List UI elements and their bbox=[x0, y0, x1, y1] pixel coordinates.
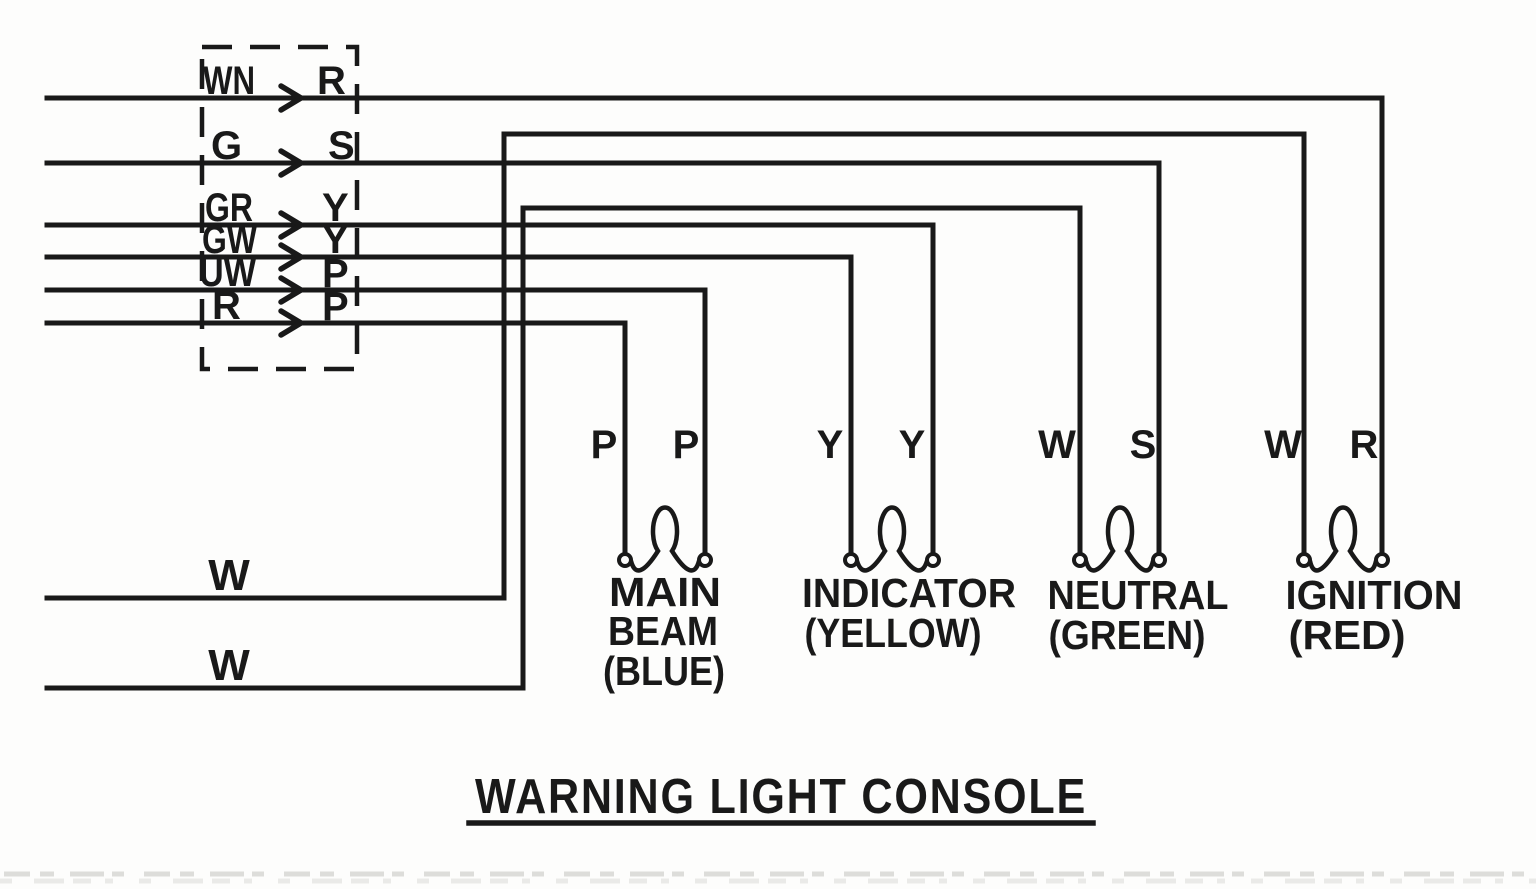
neutral-lamp-filament bbox=[1083, 505, 1156, 573]
feed-wire-code: W bbox=[208, 641, 250, 690]
mainbeam-label-line3: (BLUE) bbox=[603, 648, 725, 694]
lamp-name-labels: MAIN BEAM (BLUE) INDICATOR (YELLOW) NEUT… bbox=[603, 569, 1463, 694]
lamp-terminal bbox=[1072, 552, 1088, 568]
output-code-label: S bbox=[328, 124, 355, 168]
wire-w-feed1-to-ignition bbox=[44, 131, 1307, 601]
wire-arrow-icon bbox=[278, 210, 304, 240]
lamp-terminal bbox=[925, 552, 941, 568]
wire-arrow-icon bbox=[278, 148, 304, 178]
indicator-label-line1: INDICATOR bbox=[802, 570, 1016, 616]
connector-block-boundary bbox=[199, 44, 360, 372]
output-code-label: Y bbox=[322, 218, 349, 262]
wire-arrow-icon bbox=[278, 242, 304, 272]
lamp-wire-code: W bbox=[1264, 423, 1302, 467]
lamp-wire-code: P bbox=[673, 423, 700, 467]
scan-noise-band bbox=[0, 871, 1536, 884]
lamp-terminal bbox=[1296, 552, 1312, 568]
neutral-label-line1: NEUTRAL bbox=[1048, 572, 1229, 618]
output-code-label: P bbox=[322, 285, 349, 329]
diagram-title-block: WARNING LIGHT CONSOLE bbox=[466, 770, 1096, 826]
lamp-terminal bbox=[1151, 552, 1167, 568]
mainbeam-label-line2: BEAM bbox=[608, 608, 718, 654]
wire-arrow-icon bbox=[278, 275, 304, 305]
input-code-label: G bbox=[211, 124, 242, 168]
mainbeam-label-line1: MAIN bbox=[609, 569, 721, 615]
wire-r-to-p-mainbeam-left bbox=[44, 320, 628, 557]
indicator-label-line2: (YELLOW) bbox=[805, 610, 982, 656]
wire-uw-to-p-mainbeam-right bbox=[44, 287, 708, 557]
wire-gr-to-y-indicator-right bbox=[44, 222, 936, 557]
lamp-wire-code: R bbox=[1350, 423, 1379, 467]
lamp-wire-code: Y bbox=[817, 423, 844, 467]
lamp-terminal bbox=[1374, 552, 1390, 568]
wire-g-to-s-neutral bbox=[44, 160, 1162, 557]
ignition-label-line2: (RED) bbox=[1289, 612, 1406, 658]
lamp-terminal bbox=[697, 552, 713, 568]
input-code-label: UW bbox=[199, 251, 256, 295]
input-code-label: GW bbox=[202, 218, 257, 262]
lamp-terminal bbox=[843, 552, 859, 568]
lamp-wire-code: Y bbox=[899, 423, 926, 467]
lamp-symbols bbox=[617, 505, 1390, 573]
connector-input-codes: WN G GR GW UW R bbox=[199, 59, 257, 328]
neutral-label-line2: (GREEN) bbox=[1049, 612, 1206, 658]
ignition-label-line1: IGNITION bbox=[1286, 572, 1463, 618]
wire-wn-to-r-ignition bbox=[44, 95, 1385, 557]
wire-gw-to-y-indicator-left bbox=[44, 254, 854, 557]
wire-arrow-icon bbox=[278, 83, 304, 113]
connector-arrows bbox=[278, 83, 304, 338]
feed-wire-labels: W W bbox=[208, 551, 250, 690]
indicator-lamp-filament bbox=[854, 505, 930, 573]
connector-output-codes: R S Y Y P P bbox=[317, 59, 355, 329]
lamp-wire-codes: P P Y Y W S W R bbox=[591, 423, 1379, 467]
ignition-lamp-filament bbox=[1307, 505, 1379, 573]
diagram-title: WARNING LIGHT CONSOLE bbox=[475, 770, 1087, 824]
output-code-label: R bbox=[317, 59, 346, 103]
input-code-label: GR bbox=[205, 186, 253, 230]
lamp-wire-code: P bbox=[591, 423, 618, 467]
lamp-wire-code: W bbox=[1038, 423, 1076, 467]
lamp-wire-code: S bbox=[1130, 423, 1157, 467]
input-code-label: WN bbox=[203, 59, 255, 103]
wire-runs bbox=[44, 95, 1385, 691]
mainbeam-lamp-filament bbox=[628, 505, 702, 573]
lamp-terminal bbox=[617, 552, 633, 568]
wire-arrow-icon bbox=[278, 308, 304, 338]
input-code-label: R bbox=[212, 284, 241, 328]
feed-wire-code: W bbox=[208, 551, 250, 600]
output-code-label: P bbox=[322, 252, 349, 296]
wire-w-feed2-to-neutral bbox=[44, 205, 1083, 691]
output-code-label: Y bbox=[322, 186, 349, 230]
